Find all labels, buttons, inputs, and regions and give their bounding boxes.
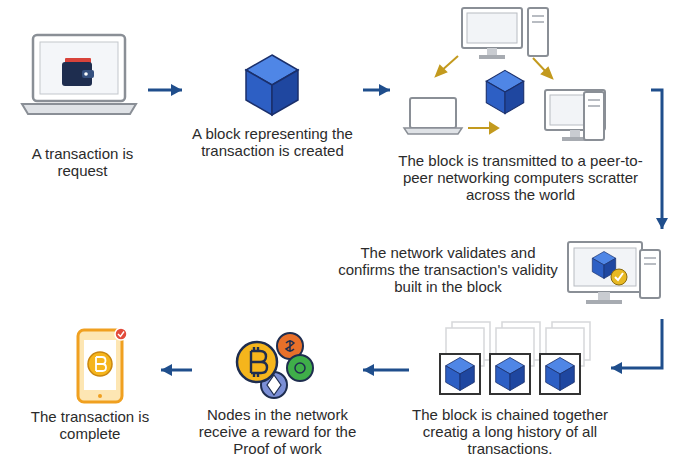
step-text: A transaction is request — [20, 145, 145, 179]
arrow-head — [161, 364, 172, 376]
step-text: The network validates and confirms the t… — [336, 244, 560, 295]
step-text: The transaction is complete — [22, 408, 158, 442]
arrow-head — [379, 84, 390, 96]
step-node: A block representing the transaction is … — [185, 40, 360, 163]
laptop-icon — [22, 35, 136, 114]
arrow-head — [171, 84, 182, 96]
flow-arrow — [611, 319, 662, 374]
network-icon — [404, 8, 605, 141]
arrow-line — [651, 90, 662, 229]
flow-arrow — [363, 364, 409, 376]
step-text: The block is chained together creatig a … — [412, 406, 608, 457]
arrow-head — [363, 364, 374, 376]
step-node: The network validates and confirms the t… — [336, 232, 668, 316]
step-text: The block is transmitted to a peer-to-pe… — [393, 152, 648, 203]
arrow-head — [656, 218, 668, 229]
flow-arrow — [148, 84, 182, 96]
step-node: The transaction is complete — [22, 318, 158, 446]
phone-icon — [78, 328, 127, 402]
computer-icon — [568, 242, 660, 304]
step-node: A transaction is request — [20, 25, 145, 183]
flow-arrow — [161, 364, 192, 376]
chain-icon — [440, 322, 590, 394]
flow-arrow — [651, 90, 668, 229]
arrow-head — [611, 362, 622, 374]
block-icon — [246, 55, 298, 115]
step-text: A block representing the transaction is … — [185, 125, 360, 159]
step-text: Nodes in the network receive a reward fo… — [195, 406, 360, 457]
step-node: The block is chained together creatig a … — [412, 318, 608, 461]
step-node: The block is transmitted to a peer-to-pe… — [393, 4, 648, 207]
arrow-line — [611, 319, 662, 368]
step-node: Nodes in the network receive a reward fo… — [195, 328, 360, 461]
coins-icon — [237, 333, 313, 398]
flow-arrow — [363, 84, 390, 96]
